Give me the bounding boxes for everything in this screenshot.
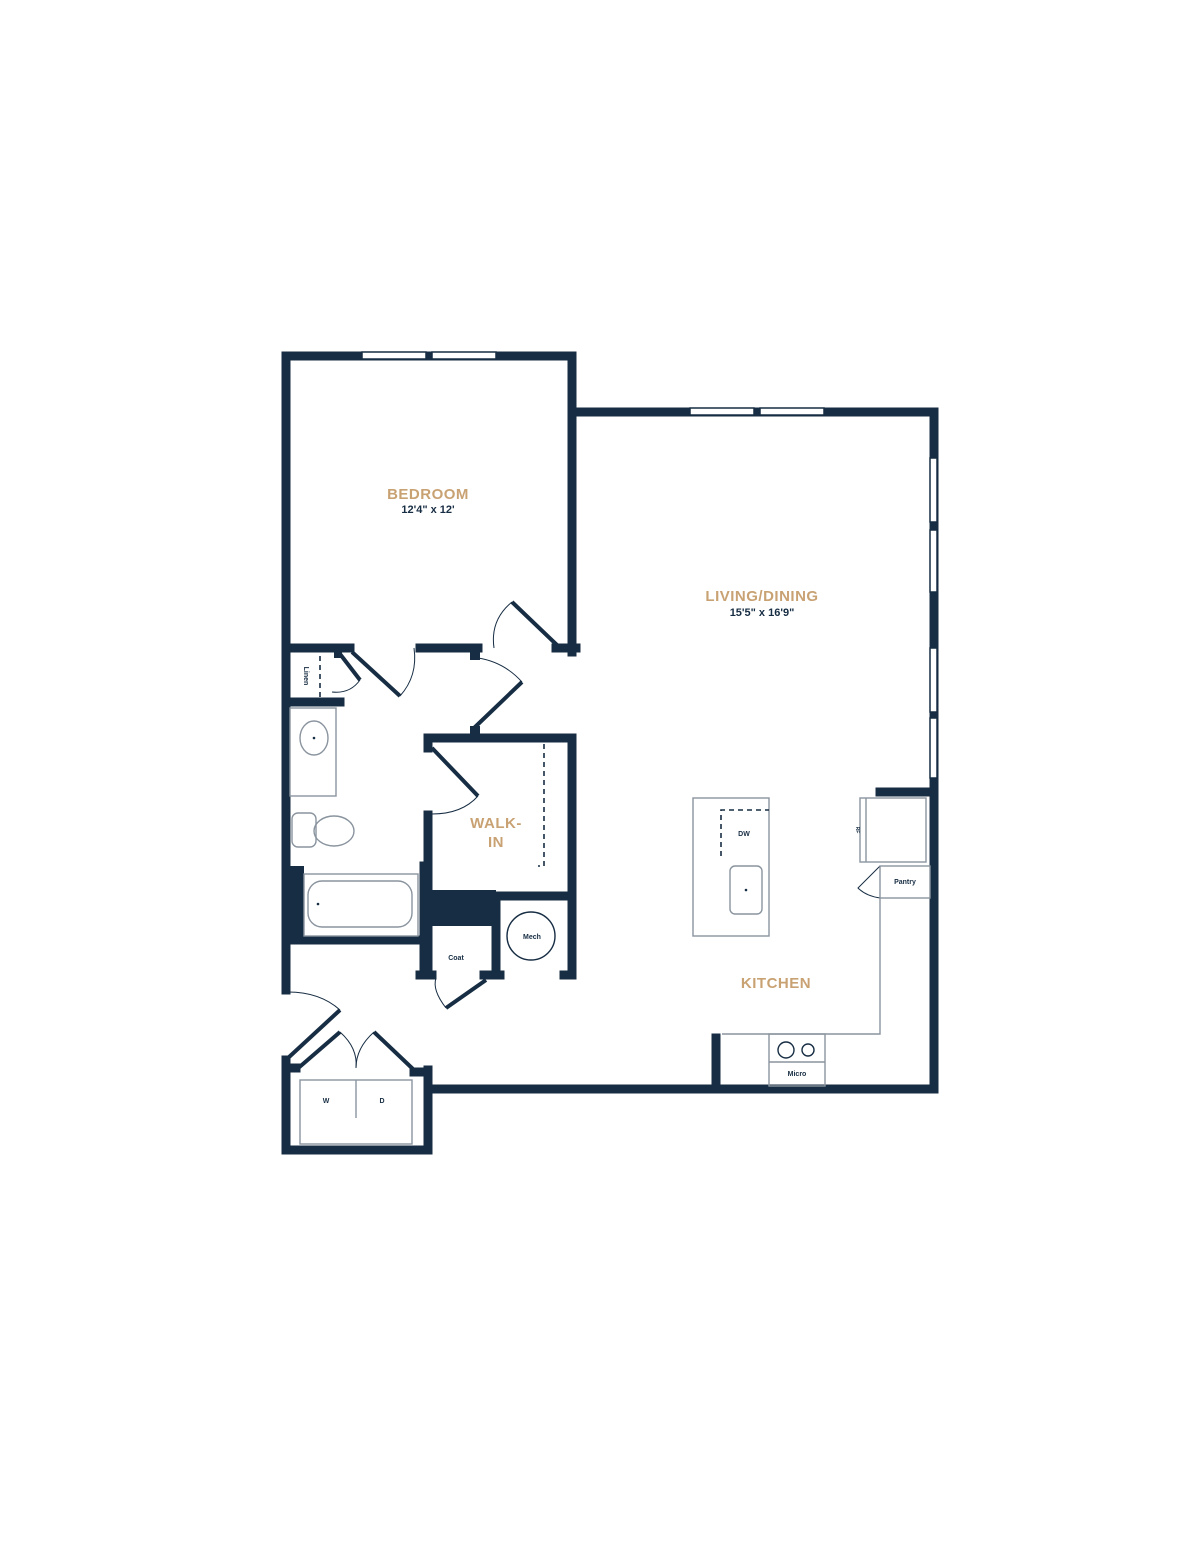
washer-label: W [323, 1098, 330, 1105]
bedroom-dimensions: 12'4" x 12' [401, 504, 455, 516]
dryer-label: D [379, 1098, 384, 1105]
refrigerator-label: RF [854, 827, 860, 834]
labels: BEDROOM 12'4" x 12' LIVING/DINING 15'5" … [302, 486, 916, 1105]
walkin-label-1: WALK- [470, 815, 522, 832]
dishwasher-label: DW [738, 831, 750, 838]
coat-label: Coat [448, 955, 464, 962]
fixtures [289, 656, 931, 1145]
mech-label: Mech [523, 934, 541, 941]
micro-label: Micro [788, 1071, 807, 1078]
doors [286, 600, 881, 1072]
walls [281, 351, 939, 1155]
linen-label: Linen [302, 667, 309, 686]
kitchen-label: KITCHEN [741, 975, 811, 992]
walkin-label-2: IN [488, 834, 504, 851]
living-label: LIVING/DINING [705, 588, 818, 605]
living-dimensions: 15'5" x 16'9" [730, 607, 795, 619]
pantry-label: Pantry [894, 879, 916, 886]
bedroom-label: BEDROOM [387, 486, 469, 503]
windows [361, 351, 938, 779]
